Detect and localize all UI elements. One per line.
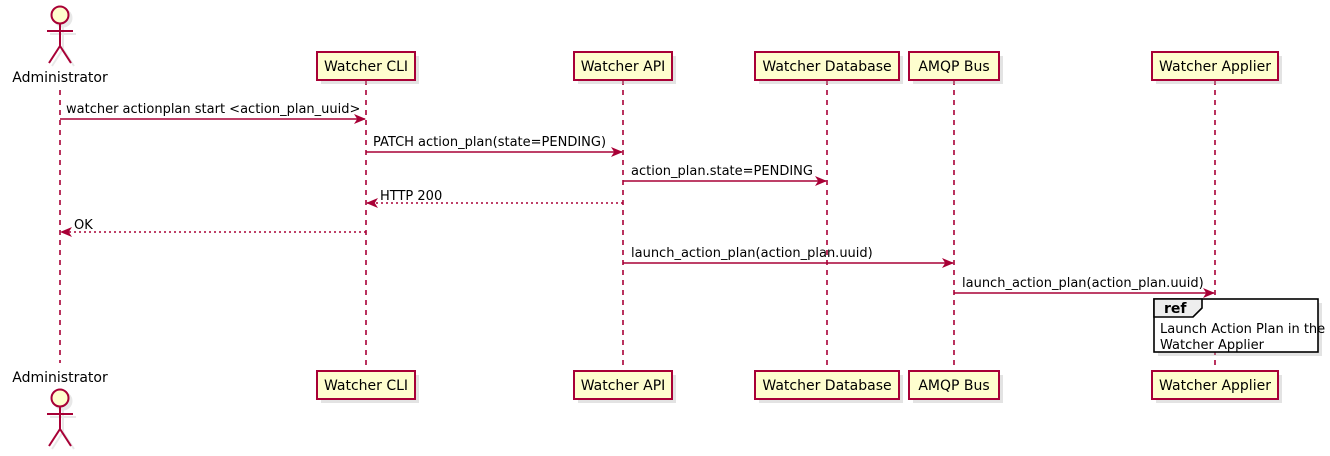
ref-tag-label: ref: [1164, 301, 1187, 317]
message-m4: HTTP 200: [366, 189, 623, 208]
messages-layer: watcher actionplan start <action_plan_uu…: [60, 102, 1215, 298]
participant-label-watcher-applier: Watcher Applier: [1159, 59, 1271, 75]
participant-label-watcher-api: Watcher API: [581, 378, 666, 394]
ref-body-line-0: Launch Action Plan in the: [1160, 322, 1325, 337]
message-m6: launch_action_plan(action_plan.uuid): [623, 246, 954, 268]
actor-label-administrator: Administrator: [12, 370, 108, 386]
participant-watcher-cli-top[interactable]: Watcher CLI: [316, 51, 419, 84]
participant-label-amqp-bus: AMQP Bus: [918, 378, 989, 394]
participant-watcher-api-top[interactable]: Watcher API: [573, 51, 676, 84]
lifelines-layer: [59, 80, 1216, 371]
participant-amqp-bus-bottom[interactable]: AMQP Bus: [908, 370, 1003, 403]
participant-label-watcher-api: Watcher API: [581, 59, 666, 75]
message-m2: PATCH action_plan(state=PENDING): [366, 135, 623, 157]
participant-label-amqp-bus: AMQP Bus: [918, 59, 989, 75]
actor-administrator-top: Administrator: [12, 5, 108, 86]
message-m3: action_plan.state=PENDING: [623, 164, 827, 186]
actor-administrator-bottom: Administrator: [12, 370, 108, 450]
participant-amqp-bus-top[interactable]: AMQP Bus: [908, 51, 1003, 84]
message-label-m1: watcher actionplan start <action_plan_uu…: [66, 102, 360, 117]
participant-watcher-cli-bottom[interactable]: Watcher CLI: [316, 370, 419, 403]
message-label-m7: launch_action_plan(action_plan.uuid): [962, 276, 1204, 291]
participant-watcher-api-bottom[interactable]: Watcher API: [573, 370, 676, 403]
participant-watcher-database-top[interactable]: Watcher Database: [754, 51, 903, 84]
message-label-m3: action_plan.state=PENDING: [631, 164, 813, 179]
participant-watcher-applier-top[interactable]: Watcher Applier: [1151, 51, 1282, 84]
participant-label-watcher-cli: Watcher CLI: [324, 59, 408, 75]
ref-tag-shape: [1153, 298, 1203, 318]
ref-body-line-1: Watcher Applier: [1160, 338, 1265, 353]
message-m5: OK: [60, 218, 366, 237]
participant-label-watcher-applier: Watcher Applier: [1159, 378, 1271, 394]
message-label-m4: HTTP 200: [380, 189, 442, 204]
message-m7: launch_action_plan(action_plan.uuid): [954, 276, 1215, 298]
message-label-m6: launch_action_plan(action_plan.uuid): [631, 246, 873, 261]
participant-watcher-applier-bottom[interactable]: Watcher Applier: [1151, 370, 1282, 403]
message-label-m5: OK: [74, 218, 93, 233]
participant-label-watcher-database: Watcher Database: [762, 59, 891, 75]
participant-label-watcher-cli: Watcher CLI: [324, 378, 408, 394]
participant-label-watcher-database: Watcher Database: [762, 378, 891, 394]
message-m1: watcher actionplan start <action_plan_uu…: [60, 102, 366, 124]
message-label-m2: PATCH action_plan(state=PENDING): [373, 135, 606, 150]
actor-label-administrator: Administrator: [12, 70, 108, 86]
participant-watcher-database-bottom[interactable]: Watcher Database: [754, 370, 903, 403]
